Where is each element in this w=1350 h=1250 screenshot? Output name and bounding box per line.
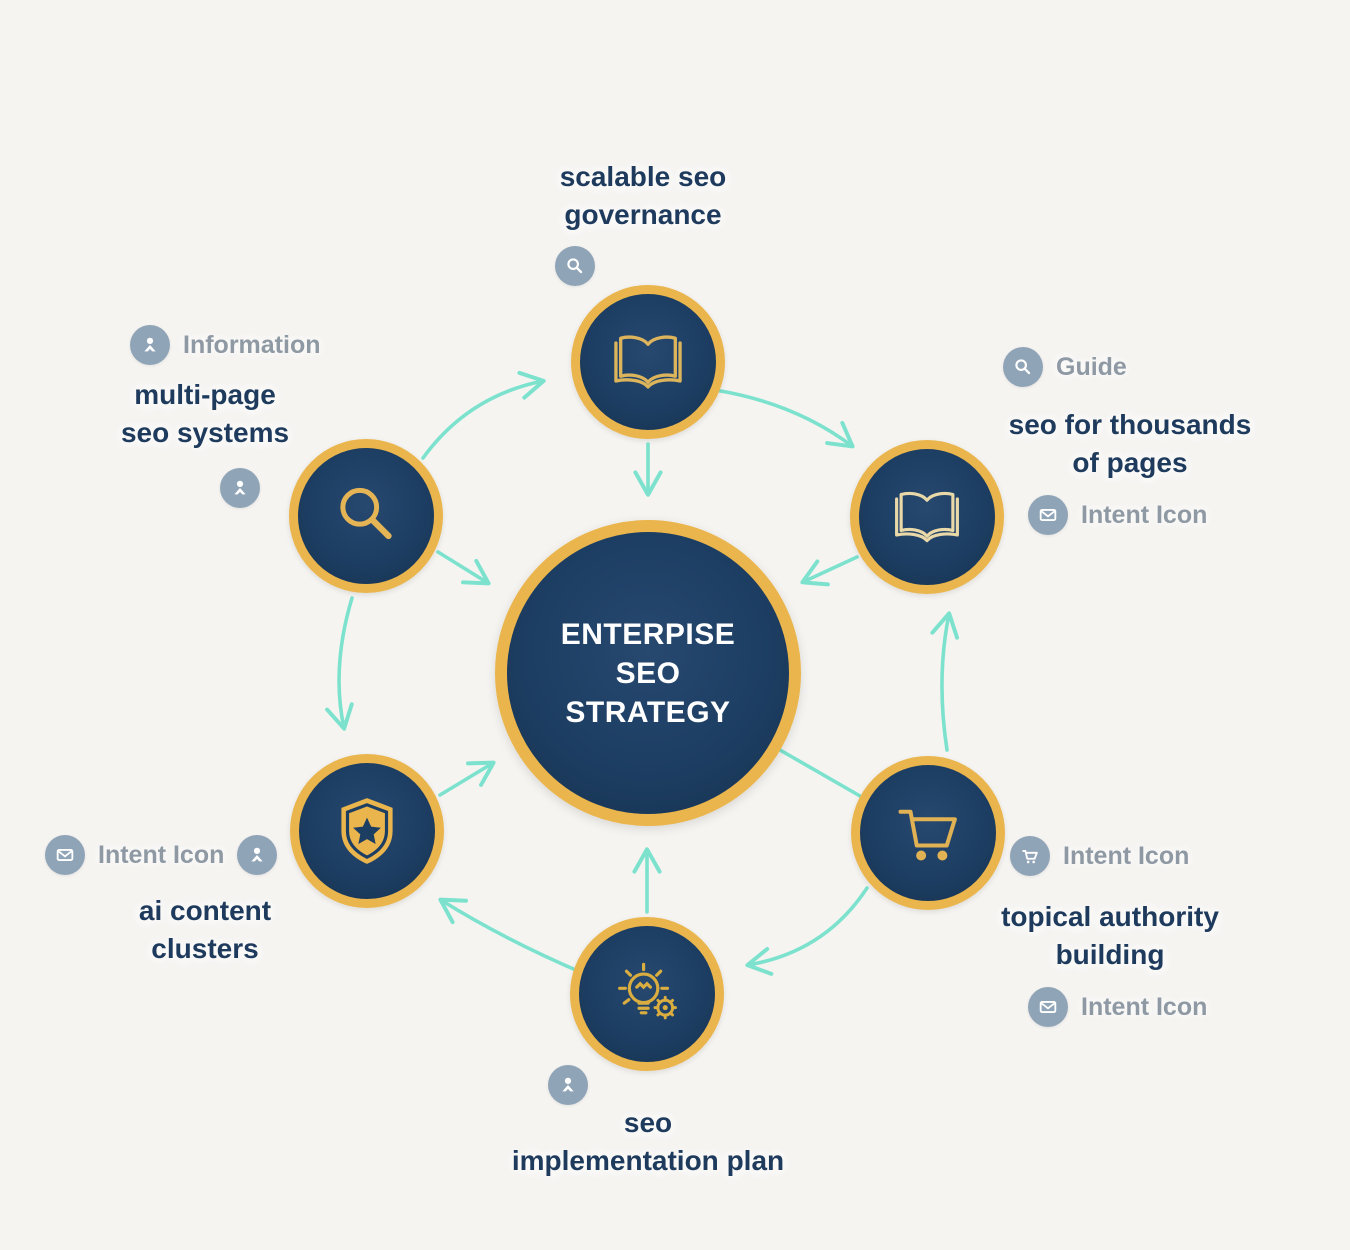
label-line: topical authority — [1001, 901, 1219, 932]
person-badge — [548, 1065, 588, 1105]
line-center-to-right — [778, 748, 862, 798]
label-line: implementation plan — [511, 1145, 785, 1176]
arrow-topright-to-center — [800, 555, 859, 587]
label-ai-content-clusters: ai content clusters — [55, 892, 355, 968]
envelope-badge — [1028, 987, 1068, 1027]
node-topical-authority-building — [851, 756, 1005, 910]
node-seo-for-thousands-of-pages — [850, 440, 1004, 594]
envelope-icon — [1039, 509, 1057, 521]
magnifier-icon — [567, 258, 583, 274]
shopping-cart-icon — [898, 809, 957, 861]
label-multi-page-seo-systems: multi-page seo systems — [55, 376, 355, 452]
label-line: building — [1055, 939, 1165, 970]
arrow-right-to-bottom — [745, 886, 869, 976]
tag-label: Intent Icon — [1081, 992, 1208, 1021]
center-title-line-2: SEO — [615, 656, 681, 690]
node-enterprise-seo-strategy: ENTERPISE SEO STRATEGY — [495, 520, 801, 826]
label-scalable-seo-governance: scalable seo governance — [493, 158, 793, 234]
person-badge — [130, 325, 170, 365]
open-book-icon — [614, 335, 682, 389]
label-line: seo systems — [120, 417, 290, 448]
envelope-icon — [1039, 1001, 1057, 1013]
tag-information: Information — [130, 325, 321, 365]
center-title-line-1: ENTERPISE — [560, 617, 736, 651]
label-seo-for-thousands-of-pages: seo for thousands of pages — [980, 406, 1280, 482]
center-title: ENTERPISE SEO STRATEGY — [561, 615, 736, 732]
person-icon — [144, 337, 156, 352]
label-line: clusters — [151, 933, 259, 964]
tag-label: Intent Icon — [1063, 841, 1190, 870]
cart-badge — [1010, 836, 1050, 876]
envelope-badge — [1028, 495, 1068, 535]
node-multi-page-seo-systems — [289, 439, 443, 593]
arrow-bottom-to-bottomleft — [438, 897, 587, 976]
magnifier-icon — [1015, 359, 1031, 375]
tag-intent-right-top: Intent Icon — [1010, 836, 1189, 876]
magnifier-icon — [340, 487, 392, 540]
arrow-top-to-topright — [713, 388, 855, 449]
label-line: of pages — [1072, 447, 1188, 478]
person-icon — [251, 847, 264, 862]
arrow-left-to-bottomleft — [325, 596, 354, 731]
envelope-icon — [56, 849, 74, 861]
arrow-right-to-topright — [930, 611, 960, 752]
tag-label: Guide — [1056, 352, 1127, 381]
label-line: seo for thousands — [1008, 409, 1252, 440]
label-line: scalable seo — [559, 161, 727, 192]
label-seo-implementation-plan: seo implementation plan — [468, 1104, 828, 1180]
label-topical-authority-building: topical authority building — [960, 898, 1260, 974]
cart-icon — [1022, 850, 1038, 864]
node-seo-implementation-plan — [570, 917, 724, 1071]
label-line: multi-page — [134, 379, 276, 410]
tag-intent-right-bottom: Intent Icon — [1028, 987, 1207, 1027]
tag-label: Intent Icon — [1081, 500, 1208, 529]
search-badge — [1003, 347, 1043, 387]
label-line: governance — [564, 199, 722, 230]
open-book-icon — [895, 491, 959, 543]
tag-label: Intent Icon — [98, 840, 225, 869]
search-badge — [555, 246, 595, 286]
arrow-bottomleft-to-center — [438, 760, 496, 797]
label-line: ai content — [138, 895, 272, 926]
person-icon — [562, 1077, 574, 1092]
tag-guide: Guide — [1003, 347, 1127, 387]
shield-star-icon — [341, 798, 393, 864]
label-line: seo — [623, 1107, 673, 1138]
person-badge — [220, 468, 260, 508]
center-title-line-3: STRATEGY — [565, 695, 731, 729]
person-icon — [234, 480, 246, 495]
node-scalable-seo-governance — [571, 285, 725, 439]
arrow-left-to-center — [436, 550, 491, 586]
person-badge — [237, 835, 278, 875]
node-ai-content-clusters — [290, 754, 444, 908]
tag-label: Information — [183, 330, 321, 359]
lightbulb-gear-icon — [618, 962, 677, 1020]
arrow-left-to-top — [421, 370, 546, 460]
tag-intent-bottomleft: Intent Icon — [45, 835, 278, 875]
envelope-badge — [45, 835, 85, 875]
tag-intent-topright: Intent Icon — [1028, 495, 1207, 535]
